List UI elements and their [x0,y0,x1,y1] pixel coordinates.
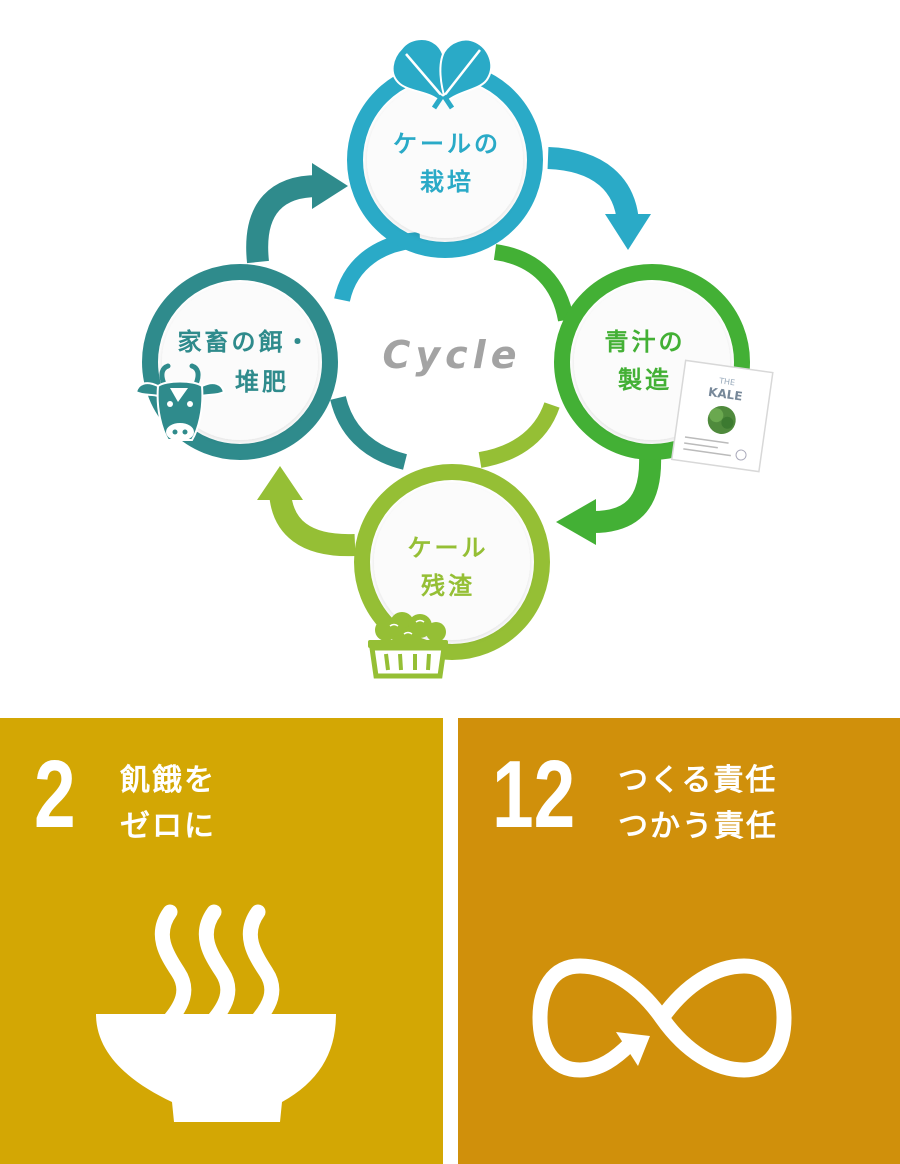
arrow-aojiru-to-residue [556,454,662,545]
goal-number: 2 [34,741,76,848]
node-kale-line2: 栽培 [420,168,474,196]
node-kale-residue: ケール 残渣 [354,464,550,679]
arrow-kale-to-aojiru [547,147,651,250]
package-line1: THE [718,376,736,387]
node-aojiru-line1: 青汁の [605,328,686,356]
arrow-residue-to-feed [257,466,356,557]
goal-title-line2: つかう責任 [618,809,778,844]
node-residue-line1: ケール [408,534,489,562]
residue-basket-icon [368,612,448,679]
node-kale-cultivation: ケールの 栽培 [347,38,543,258]
arrow-feed-to-kale [246,163,348,264]
goal-title-line1: つくる責任 [618,763,778,798]
goal-title-line1: 飢餓を [120,763,216,798]
center-label: Cycle [383,333,522,377]
node-livestock-feed: 家畜の餌・ 堆肥 [134,264,338,460]
node-feed-line1: 家畜の餌・ [178,328,313,356]
product-package-icon: THE KALE [670,359,774,473]
goal-title-line2: ゼロに [120,809,216,844]
sdg-goal-12-panel: 12 つくる責任 つかう責任 [458,718,900,1164]
node-aojiru-line2: 製造 [618,366,672,394]
node-feed-line2: 堆肥 [235,368,289,396]
kale-leaves-icon [391,38,493,110]
node-kale-line1: ケールの [393,130,501,158]
node-residue-line2: 残渣 [421,572,475,600]
package-line2: KALE [707,385,743,404]
goal-title: 飢餓を ゼロに [120,758,216,850]
cow-icon [134,363,226,441]
infinity-icon [532,958,792,1078]
kale-cycle-diagram: Cycle ケールの 栽培 青汁の 製造 THE KALE [134,38,774,679]
goal-number: 12 [492,741,576,848]
sdg-goal-2-panel: 2 飢餓を ゼロに [0,718,443,1164]
soup-bowl-icon [96,904,336,1122]
node-aojiru-production: 青汁の 製造 THE KALE [554,264,774,473]
goal-title: つくる責任 つかう責任 [618,758,778,850]
